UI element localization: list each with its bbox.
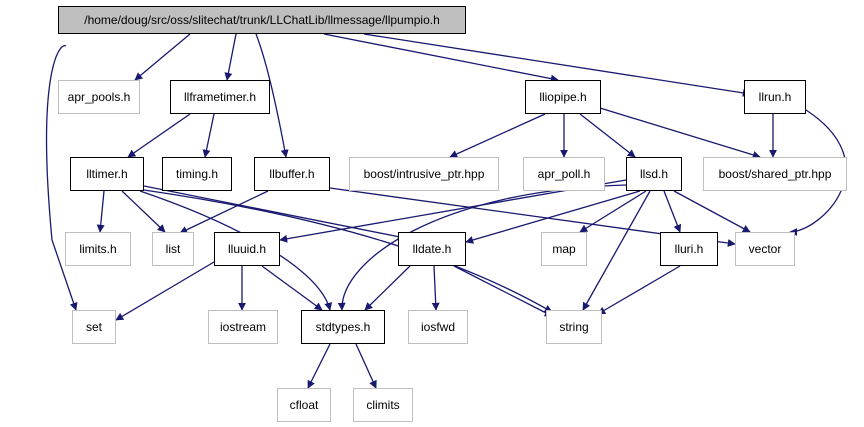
edge-lltimer-to-list <box>121 190 166 233</box>
node-llbuffer[interactable]: llbuffer.h <box>254 157 330 191</box>
edge-lliopipe-to-boost_shared <box>599 107 761 159</box>
edge-root-to-lliopipe <box>323 33 559 83</box>
node-lluuid[interactable]: lluuid.h <box>214 232 280 266</box>
edge-root-to-set <box>45 45 78 311</box>
node-boost-shared-ptr: boost/shared_ptr.hpp <box>703 157 847 191</box>
edge-lltimer-to-limits <box>96 190 105 233</box>
node-vector: vector <box>735 232 795 266</box>
edge-llsd-to-map <box>579 190 647 233</box>
node-llframetimer[interactable]: llframetimer.h <box>170 80 270 114</box>
node-limits: limits.h <box>65 232 131 266</box>
node-stdtypes[interactable]: stdtypes.h <box>301 310 385 344</box>
edge-llframetimer-to-lltimer <box>127 113 191 158</box>
node-lltimer[interactable]: lltimer.h <box>70 157 144 191</box>
node-iostream: iostream <box>208 310 278 344</box>
node-lliopipe[interactable]: lliopipe.h <box>525 80 601 114</box>
edge-lluri-to-string <box>597 265 681 315</box>
node-set: set <box>72 310 116 344</box>
edge-llsd-to-vector <box>673 190 751 233</box>
node-iosfwd: iosfwd <box>408 310 468 344</box>
node-cfloat: cfloat <box>277 388 331 422</box>
node-apr-poll: apr_poll.h <box>523 157 605 191</box>
edge-root-to-llrun <box>363 33 751 97</box>
edge-llsd-to-lluri <box>663 190 682 233</box>
node-apr-pools: apr_pools.h <box>58 80 140 114</box>
edges <box>45 33 847 389</box>
edge-lltimer-to-string <box>143 189 553 313</box>
edge-lltimer-to-lldate <box>143 185 406 241</box>
edge-stdtypes-to-cfloat <box>307 343 331 389</box>
node-llsd[interactable]: llsd.h <box>626 157 682 191</box>
node-map: map <box>541 232 587 266</box>
edge-lluuid-to-set <box>115 261 215 321</box>
edge-root-to-llframetimer <box>224 33 237 81</box>
edge-lliopipe-to-boost_intrusive <box>449 113 546 158</box>
edge-lliopipe-to-llsd <box>579 113 636 158</box>
node-string: string <box>546 310 602 344</box>
edge-lldate-to-string <box>453 265 553 317</box>
edge-stdtypes-to-climits <box>355 343 377 389</box>
node-boost-intrusive-ptr: boost/intrusive_ptr.hpp <box>349 157 499 191</box>
edge-llbuffer-to-list <box>179 190 269 234</box>
node-climits: climits <box>353 388 413 422</box>
edge-lldate-to-iosfwd <box>431 265 440 311</box>
node-list: list <box>152 232 194 266</box>
node-lluri[interactable]: lluri.h <box>660 232 718 266</box>
edge-root-to-llbuffer <box>255 33 289 158</box>
edge-root-to-apr_pools <box>134 33 191 81</box>
root-node-llpumpio: /home/doug/src/oss/slitechat/trunk/LLCha… <box>58 6 466 34</box>
edge-lldate-to-stdtypes <box>364 265 411 311</box>
edge-llframetimer-to-timing <box>202 113 215 158</box>
node-timing[interactable]: timing.h <box>162 157 232 191</box>
edge-llrun-to-vector <box>789 109 847 236</box>
edge-llsd-to-lldate <box>465 190 641 244</box>
node-lldate[interactable]: lldate.h <box>398 232 466 266</box>
edge-llsd-to-string <box>582 190 651 311</box>
node-llrun[interactable]: llrun.h <box>744 80 806 114</box>
edge-lluuid-to-stdtypes <box>261 265 323 311</box>
